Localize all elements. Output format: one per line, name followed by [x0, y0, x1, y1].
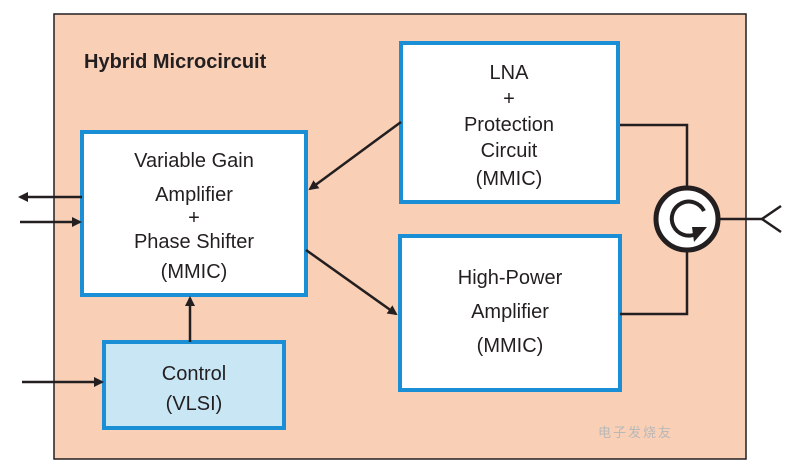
circulator-icon	[653, 185, 721, 253]
vga-line-2: Amplifier	[155, 184, 233, 206]
control-block: Control (VLSI)	[102, 340, 286, 430]
hpa-line-2: Amplifier	[471, 301, 549, 323]
lna-line-5: (MMIC)	[476, 168, 543, 190]
hpa-line-1: High-Power	[458, 267, 563, 289]
vga-phase-shifter-block: Variable Gain Amplifier + Phase Shifter …	[80, 130, 308, 297]
lna-line-4: Circuit	[481, 140, 538, 162]
lna-line-3: Protection	[464, 114, 554, 136]
microcircuit-title: Hybrid Microcircuit	[84, 51, 267, 73]
hpa-block: High-Power Amplifier (MMIC)	[398, 234, 622, 392]
lna-line-1: LNA	[490, 62, 530, 84]
hpa-to-circulator-line	[620, 248, 689, 316]
vga-line-5: (MMIC)	[161, 261, 228, 283]
lna-line-2: +	[503, 88, 515, 110]
vga-line-3: +	[188, 207, 200, 229]
hpa-line-3: (MMIC)	[477, 335, 544, 357]
vga-line-4: Phase Shifter	[134, 231, 254, 253]
vga-line-1: Variable Gain	[134, 150, 254, 172]
lna-block: LNA + Protection Circuit (MMIC)	[399, 41, 620, 204]
watermark: 电子发烧友	[598, 425, 673, 440]
antenna-icon	[761, 204, 782, 234]
lna-to-vga-arrow	[308, 120, 402, 191]
control-line-2: (VLSI)	[166, 393, 223, 415]
vga-to-hpa-arrow	[305, 248, 398, 316]
lna-to-circulator-line	[620, 123, 689, 190]
control-line-1: Control	[162, 363, 226, 385]
